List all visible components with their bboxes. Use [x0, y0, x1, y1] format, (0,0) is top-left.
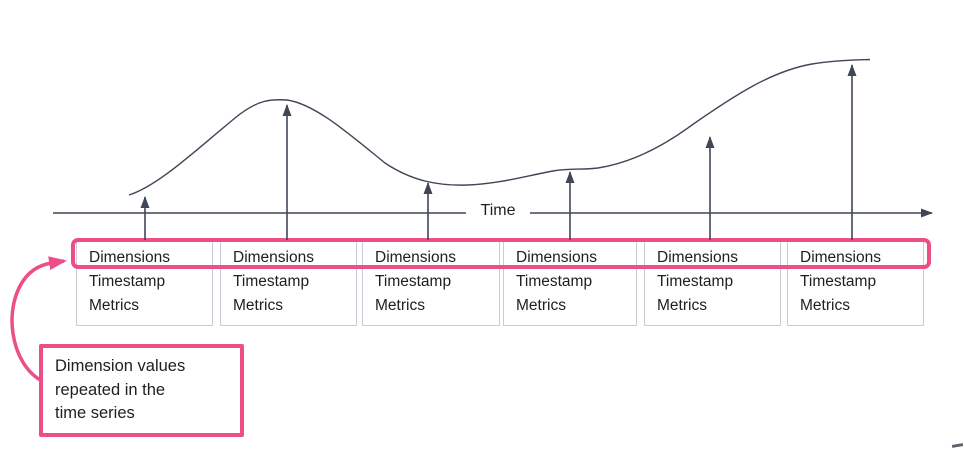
record-field-timestamp: Timestamp: [375, 273, 452, 290]
record-field-timestamp: Timestamp: [516, 273, 593, 290]
callout-text-line: repeated in the: [55, 380, 166, 399]
record-field-dimensions: Dimensions: [89, 249, 170, 266]
record-box: Dimensions Timestamp Metrics: [76, 240, 213, 326]
record-field-dimensions: Dimensions: [657, 249, 738, 266]
record-field-metrics: Metrics: [657, 297, 707, 314]
record-field-timestamp: Timestamp: [89, 273, 166, 290]
dimensions-highlight-band: [71, 238, 931, 269]
record-field-dimensions: Dimensions: [375, 249, 456, 266]
record-field-dimensions: Dimensions: [233, 249, 314, 266]
record-field-dimensions: Dimensions: [516, 249, 597, 266]
record-field-metrics: Metrics: [800, 297, 850, 314]
record-box: Dimensions Timestamp Metrics: [503, 240, 637, 326]
callout-text-line: time series: [55, 404, 135, 422]
record-field-timestamp: Timestamp: [233, 273, 310, 290]
record-box: Dimensions Timestamp Metrics: [787, 240, 924, 326]
record-field-timestamp: Timestamp: [800, 273, 877, 290]
time-series-curve: [128, 58, 871, 196]
record-field-dimensions: Dimensions: [800, 249, 881, 266]
record-field-metrics: Metrics: [516, 297, 566, 314]
time-axis-label: Time: [466, 202, 530, 220]
record-field-metrics: Metrics: [375, 297, 425, 314]
record-box: Dimensions Timestamp Metrics: [644, 240, 781, 326]
callout-text-line: Dimension values: [55, 357, 186, 375]
record-field-metrics: Metrics: [89, 297, 139, 314]
record-field-metrics: Metrics: [233, 297, 283, 314]
callout-box: Dimension values repeated in the time se…: [39, 344, 244, 437]
artifact-mark: [951, 443, 964, 448]
record-field-timestamp: Timestamp: [657, 273, 734, 290]
